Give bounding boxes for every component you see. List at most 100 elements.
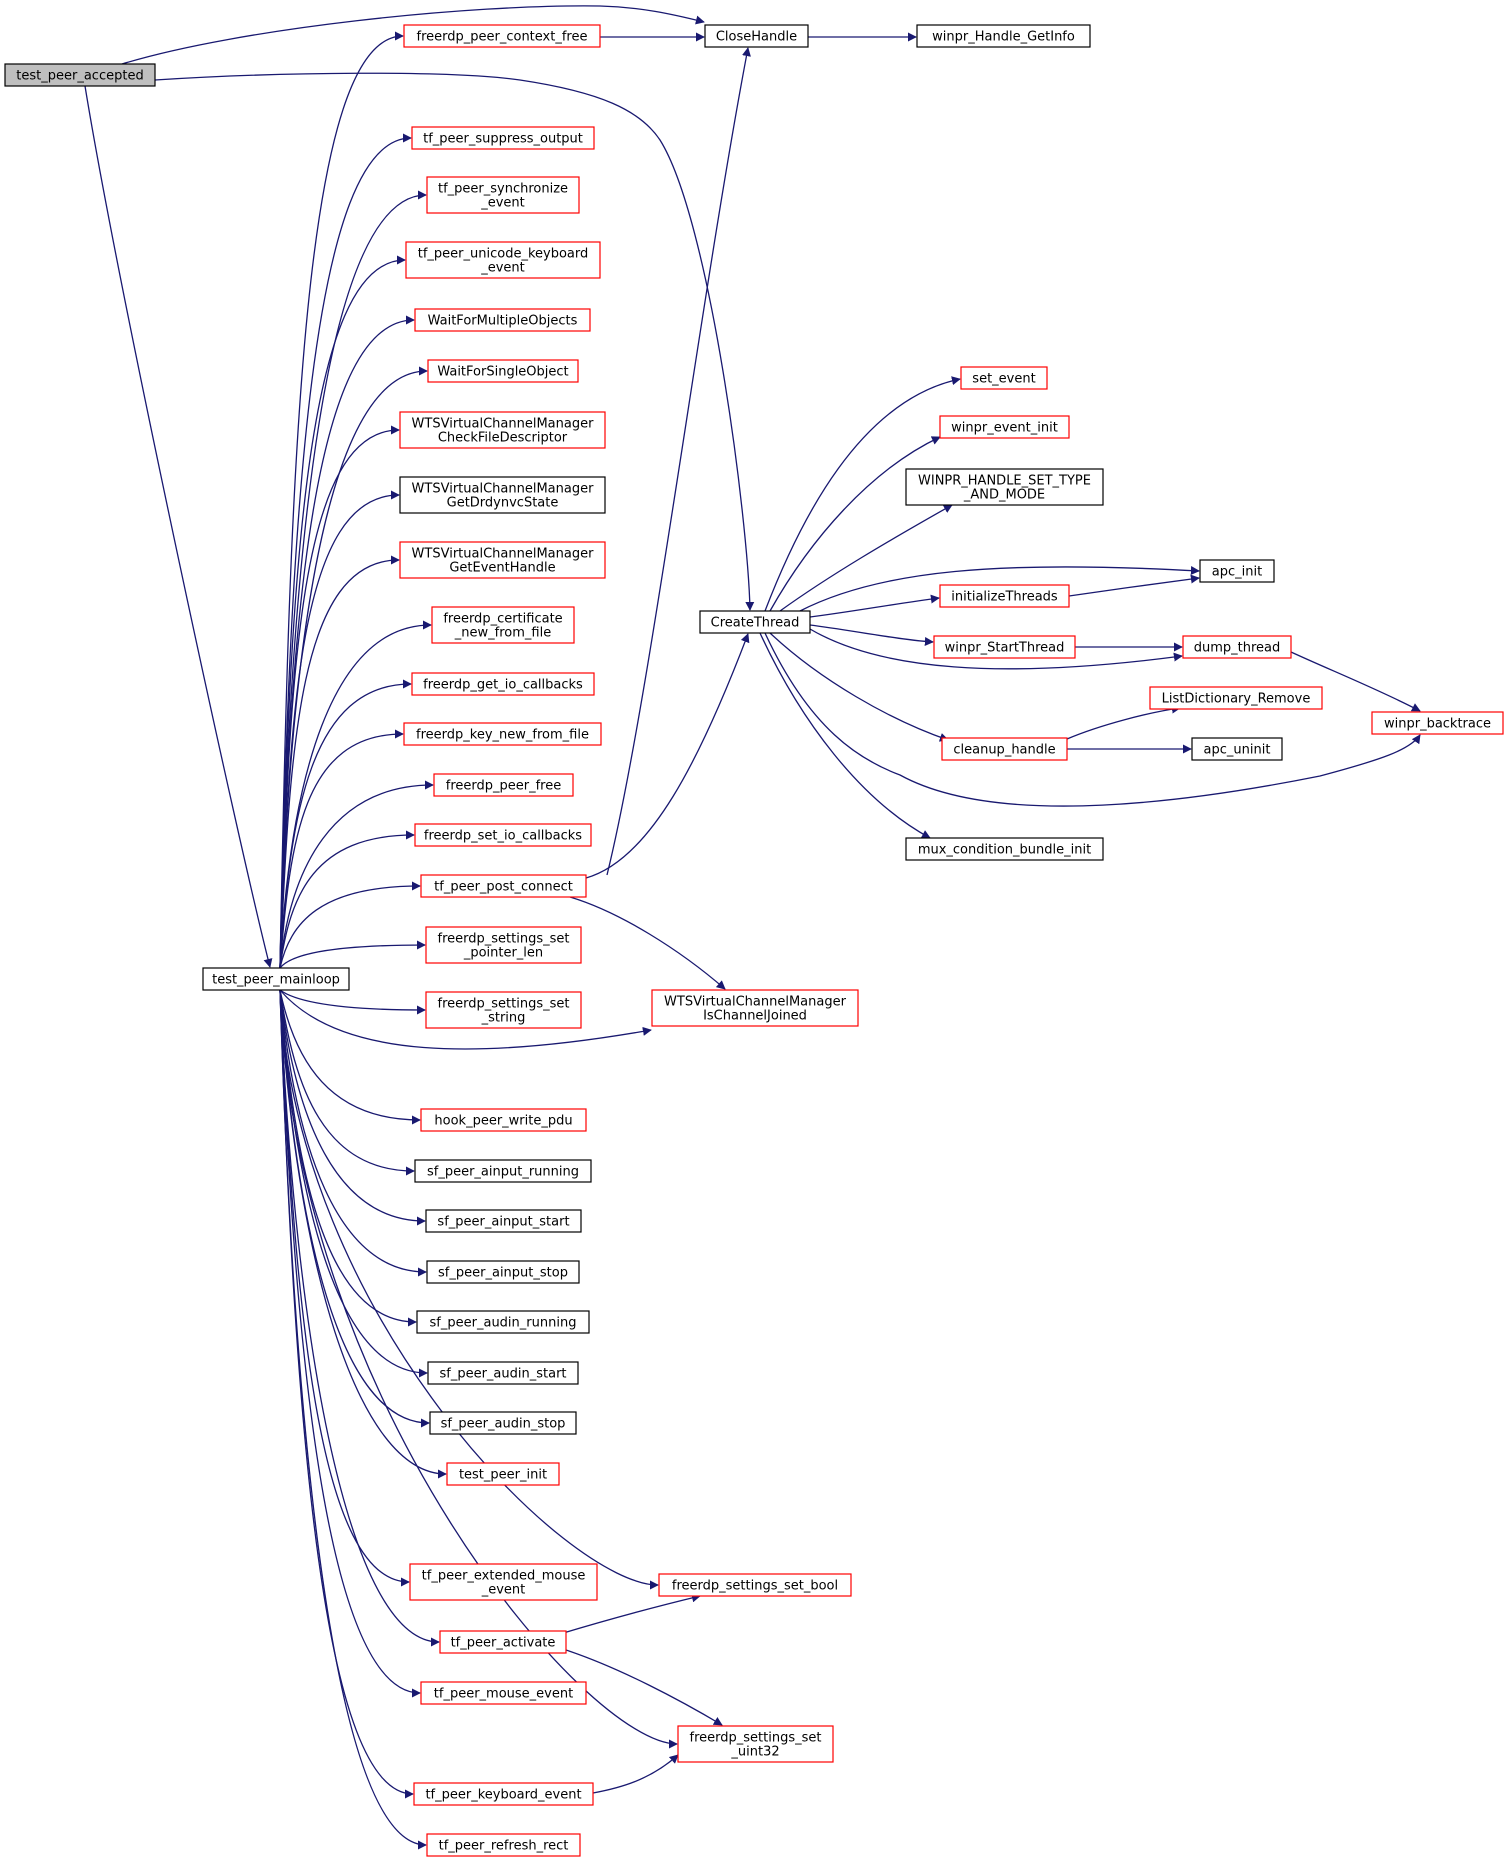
- node-tf_peer_activate[interactable]: tf_peer_activate: [439, 1630, 567, 1654]
- node-test_peer_init[interactable]: test_peer_init: [446, 1462, 560, 1486]
- node-dump_thread[interactable]: dump_thread: [1182, 635, 1292, 659]
- node-label: mux_condition_bundle_init: [918, 843, 1091, 858]
- node-label: _event: [481, 1583, 526, 1598]
- node-label: set_event: [972, 372, 1035, 387]
- node-box: [425, 926, 582, 964]
- node-box: [414, 308, 591, 332]
- edge-test_peer_mainloop-to-WTSVCM_CheckFileDescriptor: [279, 425, 400, 969]
- node-apc_uninit: apc_uninit: [1191, 737, 1283, 761]
- edge-test_peer_mainloop-to-tf_peer_unicode_keyboard_event: [279, 255, 406, 969]
- node-box: [1149, 686, 1323, 710]
- node-sf_peer_audin_running: sf_peer_audin_running: [416, 1310, 590, 1334]
- edge-tf_peer_post_connect-to-WTSVCM_IsChannelJoined: [569, 896, 726, 990]
- node-winpr_event_init[interactable]: winpr_event_init: [939, 415, 1070, 439]
- node-label: WTSVirtualChannelManager: [412, 482, 595, 497]
- node-sf_peer_ainput_stop: sf_peer_ainput_stop: [426, 1260, 580, 1284]
- node-box: [1182, 635, 1292, 659]
- node-label: CreateThread: [711, 616, 800, 631]
- node-label: WINPR_HANDLE_SET_TYPE: [918, 474, 1091, 489]
- node-winpr_backtrace[interactable]: winpr_backtrace: [1371, 711, 1504, 735]
- node-tf_peer_mouse_event[interactable]: tf_peer_mouse_event: [420, 1681, 587, 1705]
- edge-test_peer_mainloop-to-WTSVCM_GetEventHandle: [279, 555, 400, 969]
- node-test_peer_mainloop: test_peer_mainloop: [202, 967, 350, 991]
- node-WaitForSingleObject[interactable]: WaitForSingleObject: [427, 359, 579, 383]
- node-freerdp_settings_set_uint32[interactable]: freerdp_settings_set_uint32: [677, 1725, 834, 1763]
- node-box: [429, 1411, 577, 1435]
- edge-CreateThread-to-WINPR_HANDLE_SET_TYPE_AND_MODE: [779, 504, 953, 612]
- node-tf_peer_refresh_rect[interactable]: tf_peer_refresh_rect: [426, 1833, 581, 1857]
- node-label: apc_init: [1212, 565, 1262, 580]
- node-label: winpr_event_init: [951, 421, 1058, 436]
- node-label: winpr_backtrace: [1384, 717, 1491, 732]
- node-winpr_StartThread[interactable]: winpr_StartThread: [933, 635, 1076, 659]
- node-box: [431, 606, 575, 644]
- edge-test_peer_mainloop-to-tf_peer_extended_mouse_event: [279, 989, 410, 1587]
- node-label: freerdp_settings_set_bool: [672, 1579, 838, 1594]
- node-WaitForMultipleObjects[interactable]: WaitForMultipleObjects: [414, 308, 591, 332]
- node-label: _event: [480, 261, 525, 276]
- node-freerdp_settings_set_string[interactable]: freerdp_settings_set_string: [425, 991, 582, 1029]
- node-WTSVCM_CheckFileDescriptor[interactable]: WTSVirtualChannelManagerCheckFileDescrip…: [399, 411, 606, 449]
- node-label: freerdp_peer_context_free: [417, 30, 588, 45]
- node-box: [411, 672, 595, 696]
- node-initializeThreads[interactable]: initializeThreads: [939, 584, 1070, 608]
- node-freerdp_key_new_from_file[interactable]: freerdp_key_new_from_file: [403, 722, 602, 746]
- node-box: [677, 1725, 834, 1763]
- node-freerdp_peer_context_free[interactable]: freerdp_peer_context_free: [403, 24, 601, 48]
- edge-cleanup_handle-to-ListDictionary_Remove: [1066, 704, 1181, 740]
- node-box: [941, 737, 1068, 761]
- node-hook_peer_write_pdu[interactable]: hook_peer_write_pdu: [420, 1108, 587, 1132]
- edge-test_peer_mainloop-to-tf_peer_activate: [279, 989, 440, 1647]
- node-label: cleanup_handle: [953, 743, 1055, 758]
- edge-dump_thread-to-winpr_backtrace: [1290, 651, 1421, 712]
- node-label: winpr_Handle_GetInfo: [932, 30, 1075, 45]
- edge-tf_peer_activate-to-freerdp_settings_set_uint32: [565, 1649, 723, 1726]
- node-freerdp_settings_set_bool[interactable]: freerdp_settings_set_bool: [658, 1573, 852, 1597]
- node-label: freerdp_settings_set: [438, 997, 570, 1012]
- node-label: apc_uninit: [1204, 743, 1271, 758]
- node-box: [409, 1563, 598, 1601]
- node-sf_peer_audin_start: sf_peer_audin_start: [427, 1361, 579, 1385]
- node-label: tf_peer_mouse_event: [434, 1687, 573, 1702]
- node-tf_peer_unicode_keyboard_event[interactable]: tf_peer_unicode_keyboard_event: [405, 241, 601, 279]
- node-set_event[interactable]: set_event: [960, 366, 1048, 390]
- node-sf_peer_ainput_start: sf_peer_ainput_start: [425, 1209, 582, 1233]
- node-label: sf_peer_ainput_start: [437, 1215, 569, 1230]
- node-box: [403, 24, 601, 48]
- node-label: tf_peer_keyboard_event: [425, 1788, 581, 1803]
- node-tf_peer_post_connect[interactable]: tf_peer_post_connect: [420, 874, 587, 898]
- edge-test_peer_mainloop-to-sf_peer_ainput_start: [279, 989, 426, 1226]
- node-cleanup_handle[interactable]: cleanup_handle: [941, 737, 1068, 761]
- node-tf_peer_suppress_output[interactable]: tf_peer_suppress_output: [411, 126, 595, 150]
- edge-test_peer_mainloop-to-freerdp_peer_context_free: [279, 31, 404, 969]
- node-box: [658, 1573, 852, 1597]
- node-tf_peer_synchronize_event[interactable]: tf_peer_synchronize_event: [426, 176, 580, 214]
- node-freerdp_set_io_callbacks[interactable]: freerdp_set_io_callbacks: [414, 823, 592, 847]
- edge-test_peer_mainloop-to-tf_peer_refresh_rect: [279, 989, 427, 1850]
- node-freerdp_peer_free[interactable]: freerdp_peer_free: [433, 773, 574, 797]
- node-freerdp_get_io_callbacks[interactable]: freerdp_get_io_callbacks: [411, 672, 595, 696]
- node-box: [413, 1782, 594, 1806]
- node-label: _pointer_len: [463, 946, 543, 961]
- node-box: [399, 411, 606, 449]
- node-label: GetEventHandle: [449, 561, 555, 576]
- node-tf_peer_extended_mouse_event[interactable]: tf_peer_extended_mouse_event: [409, 1563, 598, 1601]
- node-box: [4, 63, 156, 87]
- node-box: [905, 837, 1104, 861]
- node-freerdp_settings_set_pointer_len[interactable]: freerdp_settings_set_pointer_len: [425, 926, 582, 964]
- node-label: WaitForSingleObject: [437, 365, 568, 380]
- edge-CreateThread-to-initializeThreads: [809, 594, 940, 618]
- node-sf_peer_ainput_running: sf_peer_ainput_running: [414, 1159, 592, 1183]
- node-label: _event: [480, 196, 525, 211]
- node-ListDictionary_Remove[interactable]: ListDictionary_Remove: [1149, 686, 1323, 710]
- edge-test_peer_mainloop-to-tf_peer_post_connect: [279, 881, 421, 969]
- node-freerdp_certificate_new_from_file[interactable]: freerdp_certificate_new_from_file: [431, 606, 575, 644]
- edge-CreateThread-to-set_event: [764, 376, 961, 612]
- node-label: tf_peer_unicode_keyboard: [418, 247, 589, 262]
- node-tf_peer_keyboard_event[interactable]: tf_peer_keyboard_event: [413, 1782, 594, 1806]
- node-label: freerdp_set_io_callbacks: [424, 829, 582, 844]
